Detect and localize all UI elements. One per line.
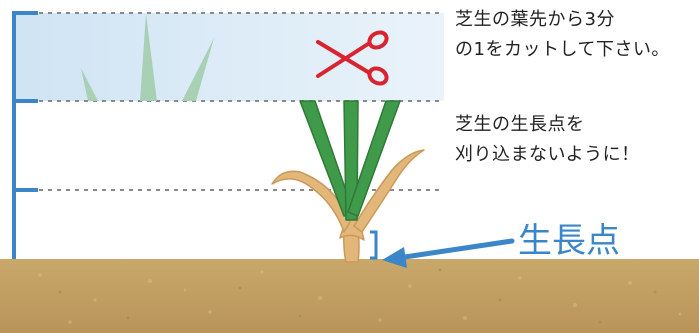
cut-instruction-line2: の1をカットして下さい。	[455, 39, 670, 60]
guide-lines	[30, 12, 444, 191]
growth-warning-line1: 芝生の生長点を	[455, 114, 585, 135]
growth-point-bracket	[370, 230, 378, 260]
cut-grass-tips	[81, 14, 214, 101]
growth-warning-line2: 刈り込まないように！	[455, 144, 640, 165]
green-blade-right	[347, 100, 401, 217]
grass-plant	[271, 100, 425, 263]
growth-point-warning: 芝生の生長点を 刈り込まないように！	[455, 110, 640, 170]
soil	[0, 259, 699, 333]
scissors-icon	[316, 30, 389, 86]
arrow-icon	[382, 238, 515, 268]
growth-point-label: 生長点	[518, 221, 620, 261]
old-leaf-right	[353, 149, 425, 233]
cut-instruction: 芝生の葉先から3分 の1をカットして下さい。	[455, 5, 670, 65]
old-leaf-left	[271, 170, 351, 233]
green-blade-center	[343, 100, 359, 221]
cut-instruction-line1: 芝生の葉先から3分	[455, 9, 615, 30]
cut-zone-band	[14, 13, 444, 101]
